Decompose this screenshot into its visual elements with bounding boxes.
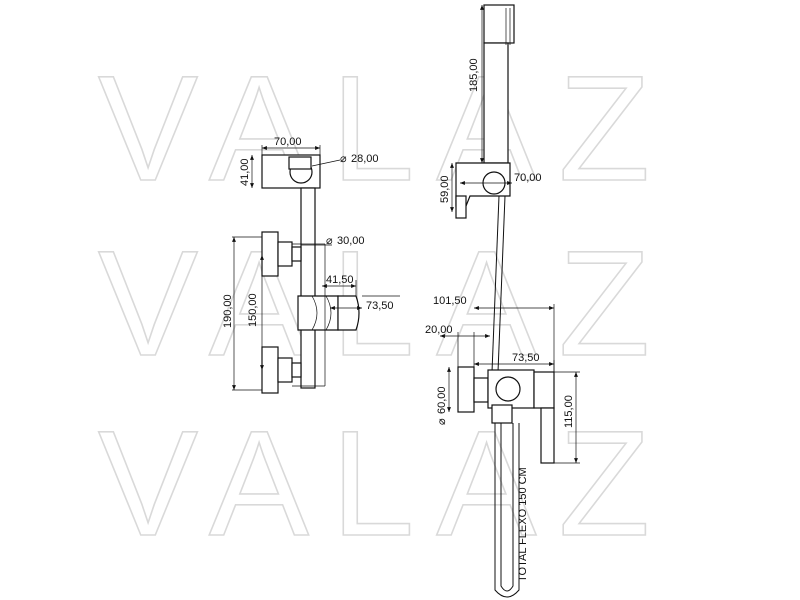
dim-label-total-depth: 101,50 — [433, 295, 467, 307]
hand-shower-head — [483, 4, 515, 44]
right-view: 185,00 59,00 70,00 101,50 20,00 73,50 ⌀ … — [425, 4, 580, 598]
bottom-valve-knob — [261, 346, 279, 394]
dim-label-holder-width: 70,00 — [514, 172, 542, 184]
slide-bar — [300, 187, 316, 389]
hose-connector — [491, 404, 513, 424]
dim-label-holder-dia: 28,00 — [351, 153, 379, 165]
top-valve-stem — [291, 246, 302, 262]
hose-length-note: TOTAL FLEXO 150 CM — [517, 467, 529, 582]
bottom-valve-nut — [277, 357, 293, 383]
dim-label-top-width: 70,00 — [274, 136, 302, 148]
outlet-spout — [337, 295, 360, 331]
dim-label-body-depth: 73,50 — [512, 352, 540, 364]
bottom-valve-stem — [291, 362, 302, 378]
outlet-curve-2 — [325, 295, 332, 331]
dim-label-top-height: 41,00 — [239, 158, 251, 186]
dim-label-flange-dia: 60,00 — [436, 386, 448, 414]
dim-label-hand-shower: 185,00 — [468, 58, 480, 92]
top-valve-knob — [261, 231, 279, 277]
dim-label-outlet-long: 73,50 — [366, 300, 394, 312]
valve-nut — [473, 377, 489, 403]
valve-lever — [533, 371, 555, 409]
outlet-curve — [311, 295, 318, 331]
flange-plate — [457, 366, 475, 413]
dim-label-inner-height: 150,00 — [247, 293, 259, 327]
dim-label-valve-dia: 30,00 — [337, 235, 365, 247]
dim-label-flange-depth: 20,00 — [425, 324, 453, 336]
dim-label-valve-dia-symbol: ⌀ — [326, 235, 333, 247]
hose-loop-left — [494, 423, 520, 598]
watermark-row-1: VALAZ — [98, 44, 672, 212]
dim-leader-28 — [311, 159, 341, 167]
dim-label-outlet-short: 41,50 — [326, 274, 354, 286]
left-view: 70,00 41,00 ⌀ 28,00 ⌀ 30,00 190,00 150,0… — [222, 136, 400, 394]
watermark-row-3: VALAZ — [98, 399, 672, 567]
hand-shower-handle — [483, 42, 509, 164]
top-valve-nut — [277, 241, 293, 267]
dim-label-holder-dia-symbol: ⌀ — [340, 153, 347, 165]
outlet-body — [297, 295, 339, 331]
hose-loop-right — [500, 423, 514, 592]
shower-holder-tab — [455, 195, 467, 219]
lever-handle — [540, 407, 555, 464]
hose-right — [497, 195, 506, 373]
watermark-row-2: VALAZ — [98, 219, 672, 387]
dim-label-flange-dia-symbol: ⌀ — [436, 418, 448, 425]
dim-label-lever-height: 115,00 — [563, 395, 575, 428]
dim-label-outer-height: 190,00 — [222, 294, 234, 328]
watermark-group: VALAZ VALAZ VALAZ — [97, 43, 672, 568]
valve-knob — [495, 376, 521, 402]
holder-stub — [288, 156, 312, 170]
dim-label-holder-height: 59,00 — [439, 175, 451, 203]
hose-left — [491, 195, 500, 373]
